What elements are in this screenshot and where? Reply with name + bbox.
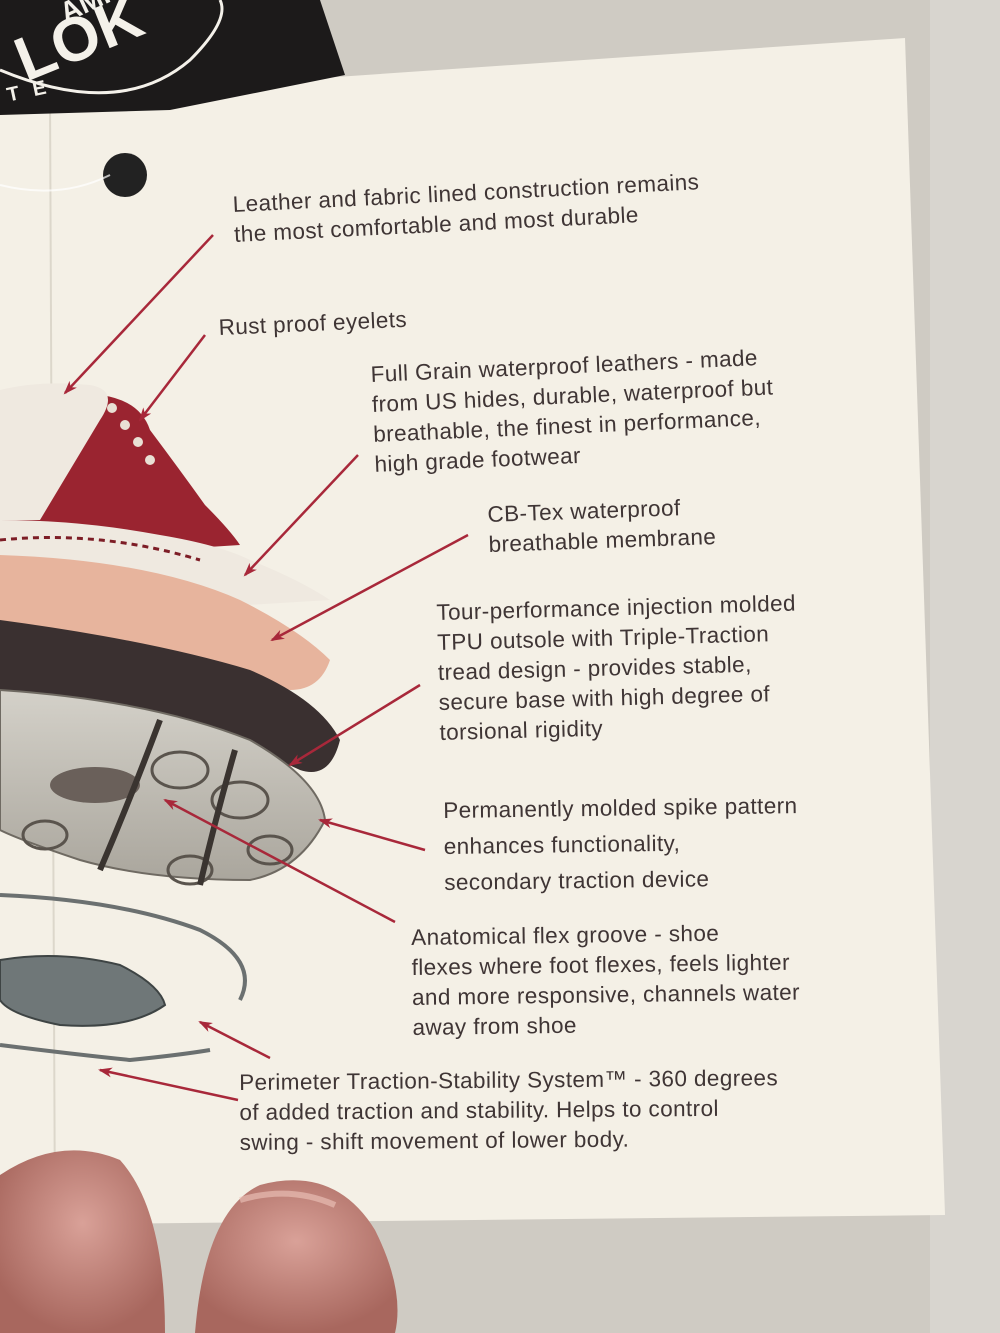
arrow-perimeter-1: [198, 1020, 271, 1060]
callout-line: swing - shift movement of lower body.: [239, 1126, 630, 1155]
callout-arrows: [63, 234, 469, 1102]
callout-perimeter: Perimeter Traction-Stability System™ - 3…: [239, 1063, 779, 1158]
hang-string: [0, 174, 111, 192]
callout-full-grain: Full Grain waterproof leathers - made fr…: [370, 342, 777, 479]
callout-line: enhances functionality,: [443, 830, 681, 859]
arrow-eyelets: [138, 334, 206, 422]
callout-line: of added traction and stability. Helps t…: [239, 1095, 719, 1125]
background-right-texture: [930, 0, 1000, 1333]
callout-tpu-outsole: Tour-performance injection molded TPU ou…: [436, 589, 799, 748]
hang-tag-card: [0, 38, 945, 1225]
callout-line: Permanently molded spike pattern: [443, 793, 798, 823]
callout-line: away from shoe: [412, 1012, 578, 1040]
callout-line: secondary traction device: [444, 866, 710, 895]
callout-line: and more responsive, channels water: [411, 979, 801, 1010]
callout-flex-groove: Anatomical flex groove - shoe flexes whe…: [411, 918, 801, 1043]
callout-spike-pattern: Permanently molded spike pattern enhance…: [443, 788, 799, 901]
arrow-flex-groove: [163, 798, 396, 924]
arrow-leather-lining: [63, 234, 214, 395]
callout-line: Perimeter Traction-Stability System™ - 3…: [239, 1065, 779, 1095]
shoe-illustration: [0, 383, 340, 1063]
callout-cb-tex: CB-Tex waterproof breathable membrane: [487, 492, 717, 560]
logo-badge: [0, 0, 345, 115]
hang-hole: [103, 153, 147, 197]
arrow-spike-pattern: [318, 818, 426, 852]
fingers: [0, 1150, 398, 1333]
arrow-tpu-outsole: [288, 683, 421, 767]
arrow-perimeter-2: [98, 1067, 239, 1102]
arrow-cb-tex: [270, 533, 469, 642]
arrow-full-grain: [243, 454, 359, 577]
